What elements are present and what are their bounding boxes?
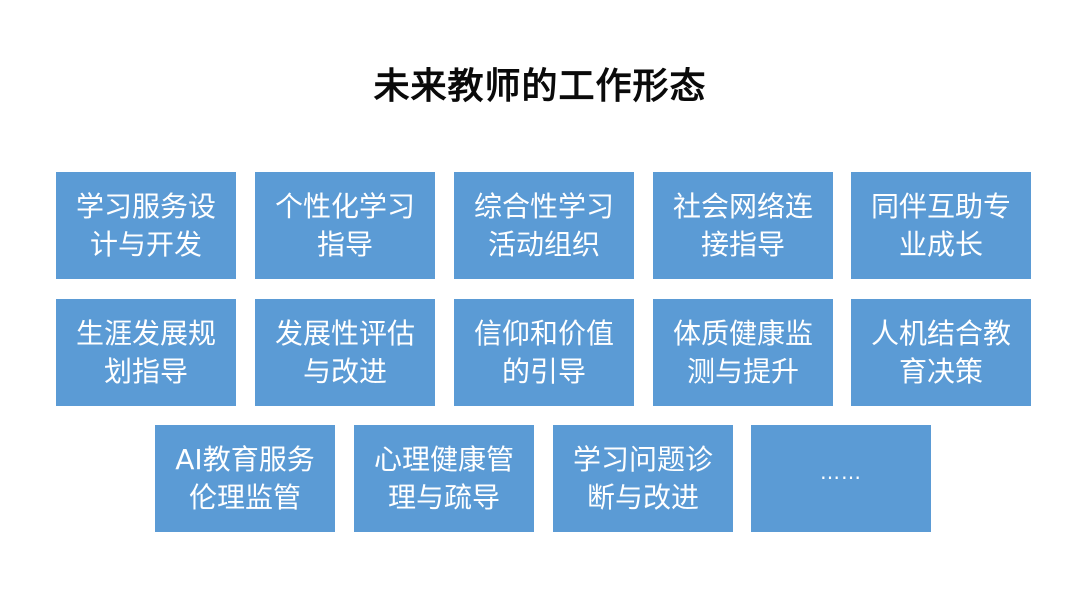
role-box-learning-problem-diagnosis: 学习问题诊断与改进	[553, 425, 733, 532]
role-box-belief-value-guidance: 信仰和价值的引导	[454, 299, 634, 406]
role-label: 学习问题诊断与改进	[572, 442, 713, 514]
ellipsis-label: ……	[820, 459, 862, 484]
role-box-mental-health-management: 心理健康管理与疏导	[354, 425, 534, 532]
role-label: 社会网络连接指导	[672, 189, 813, 261]
role-label: 体质健康监测与提升	[672, 316, 813, 388]
role-label: 生涯发展规划指导	[75, 316, 216, 388]
role-label: 学习服务设计与开发	[75, 189, 216, 261]
role-box-peer-professional-growth: 同伴互助专业成长	[851, 172, 1031, 279]
role-label: 心理健康管理与疏导	[373, 442, 514, 514]
role-box-physical-health-monitoring: 体质健康监测与提升	[653, 299, 833, 406]
role-box-personalized-learning-guidance: 个性化学习指导	[255, 172, 435, 279]
role-box-developmental-assessment: 发展性评估与改进	[255, 299, 435, 406]
role-label: 信仰和价值的引导	[473, 316, 614, 388]
role-box-learning-service-design: 学习服务设计与开发	[56, 172, 236, 279]
role-box-human-machine-decision: 人机结合教育决策	[851, 299, 1031, 406]
diagram-title: 未来教师的工作形态	[373, 66, 707, 107]
role-label: 发展性评估与改进	[274, 316, 415, 388]
role-box-more-ellipsis: ……	[751, 425, 931, 532]
role-label: 同伴互助专业成长	[870, 189, 1011, 261]
role-box-ai-ethics-oversight: AI教育服务伦理监管	[155, 425, 335, 532]
role-label: AI教育服务伦理监管	[175, 442, 315, 514]
role-label: 人机结合教育决策	[870, 316, 1011, 388]
role-label: 个性化学习指导	[274, 189, 415, 261]
role-box-social-network-connection: 社会网络连接指导	[653, 172, 833, 279]
role-label: 综合性学习活动组织	[473, 189, 614, 261]
role-box-comprehensive-learning-activities: 综合性学习活动组织	[454, 172, 634, 279]
role-box-career-planning: 生涯发展规划指导	[56, 299, 236, 406]
